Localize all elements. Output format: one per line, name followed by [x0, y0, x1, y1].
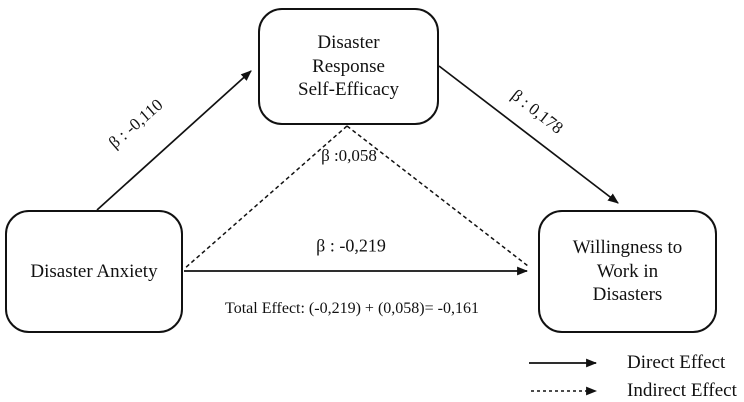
legend-direct-effect-label: Direct Effect [627, 352, 726, 373]
arrow-mediator-to-outcome [438, 65, 619, 204]
dashed-indirect-right-segment [346, 125, 529, 267]
node-willingness-to-work-in-disasters: Willingness to Work in Disasters [538, 210, 717, 333]
arrow-predictor-to-mediator [96, 70, 252, 211]
legend-indirect-effect-label: Indirect Effect [627, 380, 737, 401]
dashed-indirect-left-segment [183, 125, 348, 270]
beta-label-direct-effect: β : -0,219 [316, 235, 386, 256]
beta-label-indirect-effect: β :0,058 [321, 146, 377, 165]
node-disaster-response-self-efficacy: Disaster Response Self-Efficacy [258, 8, 439, 125]
node-disaster-anxiety: Disaster Anxiety [5, 210, 183, 333]
total-effect-label: Total Effect: (-0,219) + (0,058)= -0,161 [225, 300, 479, 317]
